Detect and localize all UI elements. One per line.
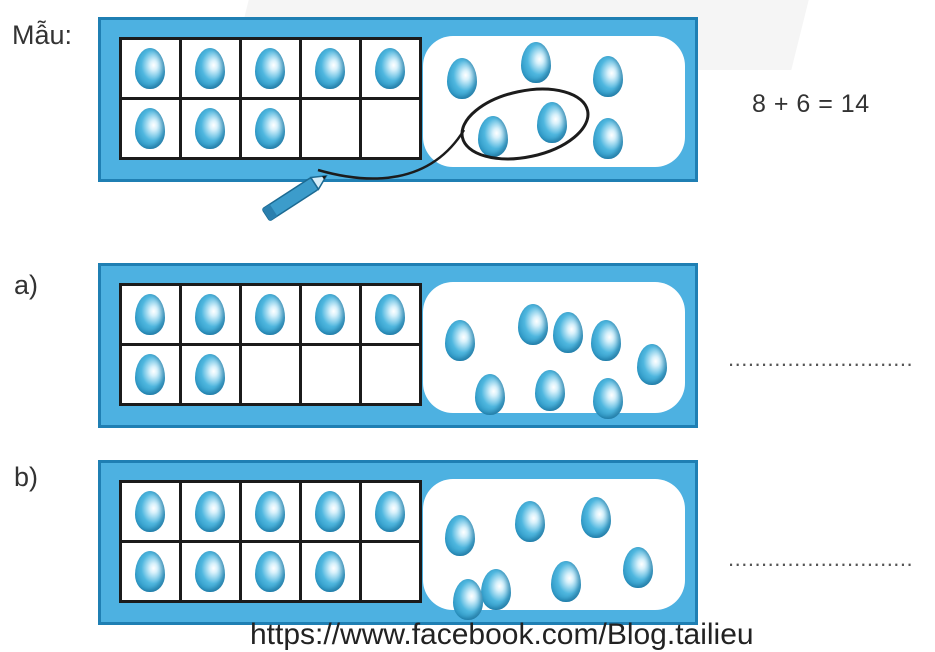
exercise-b-answer[interactable]: ............................ bbox=[728, 546, 914, 571]
frame-cell bbox=[182, 483, 239, 540]
frame-cell bbox=[242, 346, 299, 403]
egg-icon bbox=[581, 497, 611, 538]
egg-icon bbox=[375, 294, 405, 335]
egg-icon bbox=[375, 48, 405, 89]
frame-cell bbox=[122, 483, 179, 540]
egg-icon bbox=[537, 102, 567, 143]
sample-equation: 8 + 6 = 14 bbox=[752, 90, 870, 118]
frame-cell bbox=[302, 286, 359, 343]
egg-icon bbox=[593, 378, 623, 419]
sample-panel bbox=[98, 17, 698, 182]
egg-icon bbox=[315, 48, 345, 89]
egg-icon bbox=[195, 551, 225, 592]
egg-icon bbox=[135, 354, 165, 395]
frame-cell bbox=[302, 543, 359, 600]
frame-cell bbox=[242, 100, 299, 157]
egg-icon bbox=[535, 370, 565, 411]
egg-icon bbox=[135, 48, 165, 89]
frame-cell bbox=[362, 346, 419, 403]
egg-icon bbox=[447, 58, 477, 99]
frame-cell bbox=[362, 40, 419, 97]
frame-cell bbox=[362, 543, 419, 600]
egg-icon bbox=[445, 320, 475, 361]
egg-icon bbox=[315, 551, 345, 592]
egg-icon bbox=[255, 551, 285, 592]
egg-icon bbox=[553, 312, 583, 353]
exercise-a-panel bbox=[98, 263, 698, 428]
frame-cell bbox=[122, 543, 179, 600]
frame-cell bbox=[302, 346, 359, 403]
frame-cell bbox=[302, 100, 359, 157]
frame-cell bbox=[182, 286, 239, 343]
frame-cell bbox=[302, 483, 359, 540]
egg-icon bbox=[195, 108, 225, 149]
egg-icon bbox=[195, 491, 225, 532]
egg-icon bbox=[135, 551, 165, 592]
egg-group bbox=[423, 282, 685, 419]
frame-cell bbox=[302, 40, 359, 97]
frame-cell bbox=[242, 543, 299, 600]
frame-cell bbox=[182, 346, 239, 403]
egg-icon bbox=[637, 344, 667, 385]
egg-icon bbox=[255, 491, 285, 532]
frame-cell bbox=[122, 40, 179, 97]
frame-cell bbox=[362, 286, 419, 343]
egg-icon bbox=[518, 304, 548, 345]
ten-frame bbox=[119, 480, 422, 603]
egg-icon bbox=[195, 48, 225, 89]
egg-icon bbox=[623, 547, 653, 588]
sample-label: Mẫu: bbox=[12, 20, 73, 50]
frame-cell bbox=[122, 346, 179, 403]
egg-icon bbox=[475, 374, 505, 415]
egg-icon bbox=[515, 501, 545, 542]
frame-cell bbox=[182, 40, 239, 97]
frame-cell bbox=[122, 286, 179, 343]
egg-icon bbox=[135, 108, 165, 149]
egg-icon bbox=[591, 320, 621, 361]
egg-icon bbox=[453, 579, 483, 620]
frame-cell bbox=[362, 100, 419, 157]
footer-url: https://www.facebook.com/Blog.tailieu bbox=[250, 618, 754, 651]
egg-icon bbox=[195, 294, 225, 335]
egg-icon bbox=[478, 116, 508, 157]
frame-cell bbox=[362, 483, 419, 540]
frame-cell bbox=[242, 40, 299, 97]
egg-icon bbox=[135, 491, 165, 532]
exercise-a-answer[interactable]: ............................ bbox=[728, 346, 914, 371]
exercise-b-label: b) bbox=[14, 462, 39, 492]
egg-icon bbox=[375, 491, 405, 532]
egg-icon bbox=[195, 354, 225, 395]
ten-frame bbox=[119, 283, 422, 406]
egg-icon bbox=[315, 491, 345, 532]
egg-icon bbox=[445, 515, 475, 556]
egg-icon bbox=[255, 294, 285, 335]
ten-frame bbox=[119, 37, 422, 160]
frame-cell bbox=[122, 100, 179, 157]
frame-cell bbox=[182, 100, 239, 157]
frame-cell bbox=[242, 286, 299, 343]
exercise-b-panel bbox=[98, 460, 698, 625]
egg-icon bbox=[593, 56, 623, 97]
exercise-a-label: a) bbox=[14, 270, 39, 300]
egg-icon bbox=[255, 108, 285, 149]
egg-icon bbox=[315, 294, 345, 335]
egg-icon bbox=[521, 42, 551, 83]
egg-icon bbox=[593, 118, 623, 159]
frame-cell bbox=[242, 483, 299, 540]
frame-cell bbox=[182, 543, 239, 600]
egg-icon bbox=[255, 48, 285, 89]
egg-icon bbox=[551, 561, 581, 602]
egg-icon bbox=[481, 569, 511, 610]
circle-drawing bbox=[262, 87, 590, 221]
pencil-icon bbox=[262, 174, 328, 221]
egg-icon bbox=[135, 294, 165, 335]
egg-group bbox=[423, 479, 685, 620]
